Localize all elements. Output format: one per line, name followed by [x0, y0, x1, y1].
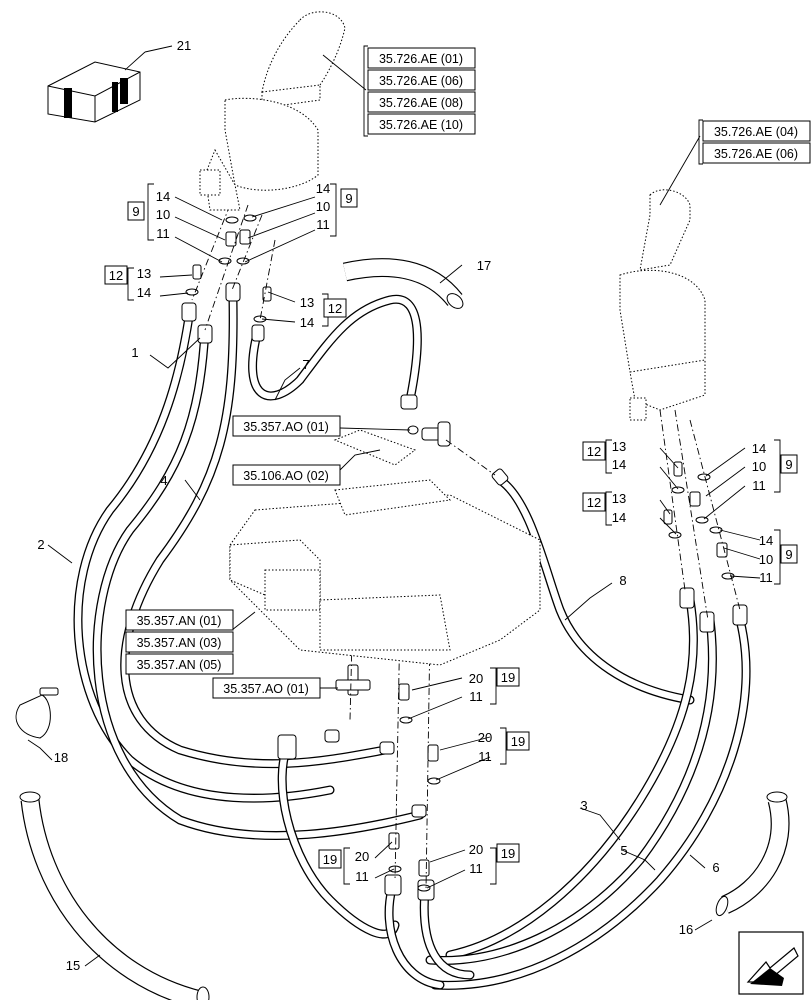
callout-21: 21: [177, 38, 191, 53]
callout-9-c: 9: [785, 457, 792, 472]
callout-14-a: 14: [156, 189, 170, 204]
callout-12-a: 12: [109, 268, 123, 283]
centerlines: [191, 204, 741, 891]
callout-13-a: 13: [137, 266, 151, 281]
callout-11-g: 11: [355, 869, 369, 884]
callout-14-g: 14: [612, 510, 626, 525]
callout-20-b: 20: [478, 730, 492, 745]
callout-13-c: 13: [612, 439, 626, 454]
group-brackets: [127, 45, 781, 885]
callout-14-h: 14: [759, 533, 773, 548]
callout-10-a: 10: [156, 207, 170, 222]
ref-35-726-ae-08: 35.726.AE (08): [379, 96, 463, 110]
callout-14-f: 14: [752, 441, 766, 456]
reference-boxes: 35.726.AE (01) 35.726.AE (06) 35.726.AE …: [125, 47, 811, 699]
callout-13-d: 13: [612, 491, 626, 506]
ref-35-726-ae-10: 35.726.AE (10): [379, 118, 463, 132]
callout-16: 16: [679, 922, 693, 937]
callout-18: 18: [54, 750, 68, 765]
callout-4: 4: [160, 473, 167, 488]
callout-11-b: 11: [316, 217, 330, 232]
callout-9-d: 9: [785, 547, 792, 562]
callout-15: 15: [66, 958, 80, 973]
callout-19-c: 19: [323, 852, 337, 867]
callout-8: 8: [619, 573, 626, 588]
callout-2: 2: [37, 537, 44, 552]
ref-35-726-ae-06-right: 35.726.AE (06): [714, 147, 798, 161]
ref-35-726-ae-04: 35.726.AE (04): [714, 125, 798, 139]
callout-13-b: 13: [300, 295, 314, 310]
ref-35-357-an-03: 35.357.AN (03): [137, 636, 222, 650]
hose-16: [715, 791, 790, 917]
callout-9-right: 9: [345, 191, 352, 206]
callout-11-h: 11: [469, 861, 483, 876]
callout-11-d: 11: [759, 570, 773, 585]
callout-12-c: 12: [587, 444, 601, 459]
callout-11-f: 11: [478, 749, 492, 764]
ref-35-357-ao-01: 35.357.AO (01): [243, 420, 328, 434]
callout-14-e: 14: [612, 457, 626, 472]
hose-17: [342, 258, 464, 309]
control-valve: [229, 429, 541, 666]
connectors-and-orings: [185, 214, 735, 892]
ref-35-726-ae-01: 35.726.AE (01): [379, 52, 463, 66]
callout-19-d: 19: [501, 846, 515, 861]
callout-numbers: 21 14 10 11 14 10 11 13 14 13 14 17 1 7 …: [37, 38, 773, 973]
callout-10-c: 10: [752, 459, 766, 474]
callout-14-d: 14: [300, 315, 314, 330]
callout-11-c: 11: [752, 478, 766, 493]
callout-14-b: 14: [316, 181, 330, 196]
callout-20-c: 20: [355, 849, 369, 864]
leader-lines: [27, 45, 761, 967]
hose-15: [19, 791, 210, 1000]
hydraulic-hoses: [73, 294, 751, 990]
ref-35-357-ao-01-lower: 35.357.AO (01): [223, 682, 308, 696]
hose-end-fittings: [181, 282, 748, 901]
ref-35-106-ao-02: 35.106.AO (02): [243, 469, 328, 483]
callout-19-b: 19: [511, 734, 525, 749]
callout-17: 17: [477, 258, 491, 273]
ref-35-357-an-05: 35.357.AN (05): [137, 658, 222, 672]
callout-6: 6: [712, 860, 719, 875]
boxed-callouts: 9 9 12 12 12 9 12 9 19 19 19 19: [104, 188, 798, 869]
callout-10-d: 10: [759, 552, 773, 567]
callout-14-c: 14: [137, 285, 151, 300]
callout-10-b: 10: [316, 199, 330, 214]
ref-35-357-an-01: 35.357.AN (01): [137, 614, 222, 628]
callout-7: 7: [302, 357, 309, 372]
callout-9-left: 9: [132, 204, 139, 219]
callout-11-e: 11: [469, 689, 483, 704]
callout-19-a: 19: [501, 670, 515, 685]
callout-20-a: 20: [469, 671, 483, 686]
callout-12-d: 12: [587, 495, 601, 510]
callout-3: 3: [580, 798, 587, 813]
left-joystick: [199, 11, 346, 211]
callout-5: 5: [620, 843, 627, 858]
navigation-arrow-icon: [738, 931, 804, 995]
right-joystick: [619, 189, 706, 421]
cable-tie: [15, 687, 59, 739]
wooden-crate-icon: [47, 61, 141, 123]
callout-11-a: 11: [156, 226, 170, 241]
ref-35-726-ae-06: 35.726.AE (06): [379, 74, 463, 88]
callout-20-d: 20: [469, 842, 483, 857]
callout-12-b: 12: [328, 301, 342, 316]
callout-1: 1: [131, 345, 138, 360]
